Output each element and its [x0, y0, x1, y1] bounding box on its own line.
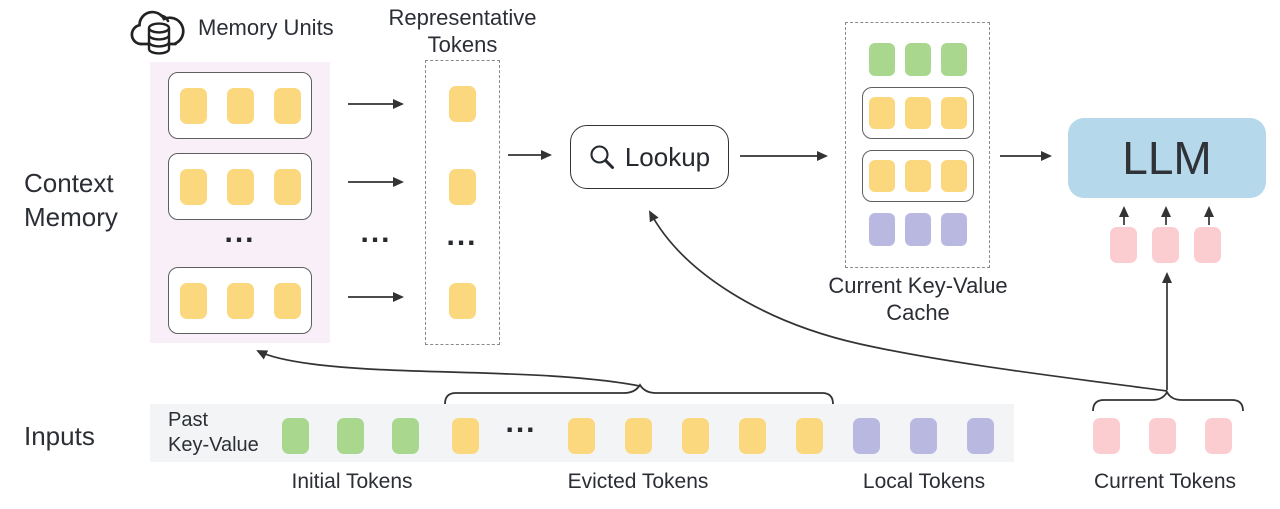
evicted-brace	[444, 383, 834, 405]
yellow-token	[273, 168, 301, 205]
yellow-token	[625, 418, 652, 454]
llm-label: LLM	[1122, 132, 1212, 184]
representative-tokens-box: ...	[425, 60, 500, 345]
purple-token	[853, 418, 880, 454]
current-tokens-group	[1093, 418, 1232, 454]
yellow-token	[226, 282, 254, 319]
yellow-token	[449, 86, 476, 122]
green-token	[282, 418, 309, 454]
mid-ellipsis: ...	[360, 216, 392, 249]
llm-box: LLM	[1068, 118, 1266, 198]
memory-units-label: Memory Units	[198, 15, 334, 40]
purple-token	[940, 213, 967, 246]
representative-token	[449, 86, 476, 122]
local-tokens-group	[853, 418, 994, 454]
yellow-token	[449, 169, 476, 205]
yellow-token	[940, 97, 967, 129]
input-ellipsis: ...	[505, 406, 537, 439]
yellow-token	[273, 87, 301, 124]
evicted-tokens-group	[568, 418, 823, 454]
purple-token	[967, 418, 994, 454]
lookup-box: Lookup	[570, 125, 729, 189]
yellow-token	[179, 282, 207, 319]
yellow-token	[868, 160, 895, 192]
current-brace	[1092, 389, 1244, 412]
yellow-token	[449, 283, 476, 319]
purple-token	[904, 213, 931, 246]
initial-tokens-group	[282, 418, 419, 454]
yellow-token	[273, 282, 301, 319]
yellow-token	[904, 97, 931, 129]
yellow-token	[682, 418, 709, 454]
purple-token	[868, 213, 895, 246]
yellow-token	[179, 168, 207, 205]
yellow-token	[179, 87, 207, 124]
yellow-token	[940, 160, 967, 192]
yellow-token	[568, 418, 595, 454]
evicted-token-head	[452, 418, 479, 454]
memory-ellipsis: ...	[224, 216, 256, 249]
llm-input-tokens	[1110, 227, 1221, 263]
pink-token	[1194, 227, 1221, 263]
context-memory-box: ...	[150, 62, 330, 343]
initial-tokens-label: Initial Tokens	[291, 470, 413, 493]
memory-unit-row	[168, 267, 312, 334]
search-icon	[590, 144, 614, 169]
pink-token	[1149, 418, 1176, 454]
evicted-tokens-label: Evicted Tokens	[567, 470, 709, 493]
yellow-token	[904, 160, 931, 192]
pink-token	[1110, 227, 1137, 263]
cache-unit-row	[861, 87, 974, 139]
cache-green-row	[868, 43, 967, 76]
memory-unit-row	[168, 72, 312, 139]
green-token	[940, 43, 967, 76]
arrow-evicted-to-memory	[256, 350, 641, 387]
yellow-token	[226, 87, 254, 124]
cache-purple-row	[868, 213, 967, 246]
representative-ellipsis: ...	[446, 219, 478, 252]
past-key-value-label: Past Key-Value	[168, 409, 259, 456]
green-token	[392, 418, 419, 454]
pink-token	[1093, 418, 1120, 454]
yellow-token	[226, 168, 254, 205]
pink-token	[1152, 227, 1179, 263]
local-tokens-label: Local Tokens	[862, 470, 986, 493]
purple-token	[910, 418, 937, 454]
representative-token	[449, 169, 476, 205]
representative-token	[449, 283, 476, 319]
lookup-label: Lookup	[624, 141, 711, 172]
current-kv-cache-box	[845, 22, 990, 268]
representative-tokens-label: Representative Tokens	[388, 5, 537, 57]
yellow-token	[868, 97, 895, 129]
current-kv-cache-label: Current Key-Value Cache	[828, 273, 1008, 325]
memory-unit-row	[168, 153, 312, 220]
yellow-token	[796, 418, 823, 454]
green-token	[337, 418, 364, 454]
pink-token	[1205, 418, 1232, 454]
cache-unit-row	[861, 150, 974, 202]
yellow-token	[452, 418, 479, 454]
green-token	[868, 43, 895, 76]
green-token	[904, 43, 931, 76]
memory-units-icon	[127, 1, 191, 59]
context-memory-label: Context Memory	[24, 168, 118, 232]
yellow-token	[739, 418, 766, 454]
current-tokens-label: Current Tokens	[1093, 470, 1237, 493]
inputs-label: Inputs	[24, 421, 95, 451]
